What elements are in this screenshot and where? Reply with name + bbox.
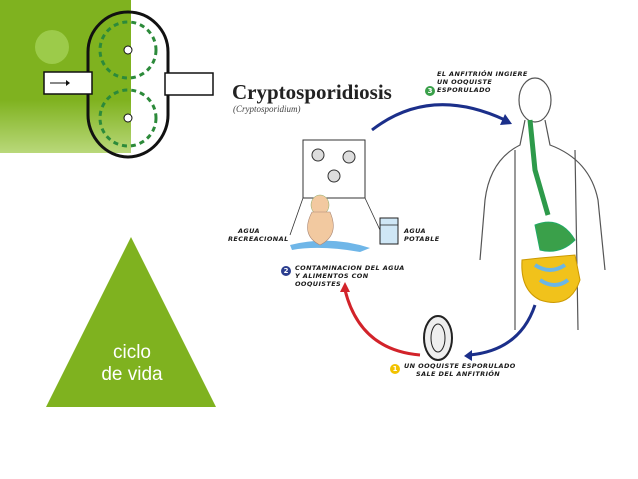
triangle-label-line2: de vida [101, 364, 163, 385]
step-1-caption: UN OOQUISTE ESPORULADO SALE DEL ANFITRIÓ… [404, 362, 519, 378]
human-body-icon [479, 77, 606, 331]
step-1-line2: SALE DEL ANFITRIÓN [416, 370, 501, 378]
arrow-step3 [371, 103, 506, 132]
decorative-circle [35, 30, 69, 64]
recreational-water-label: AGUA RECREACIONAL [228, 227, 288, 243]
water-glass-icon [379, 217, 399, 245]
potable-water-label: AGUA POTABLE [404, 227, 444, 243]
recreational-water-line2: RECREACIONAL [228, 235, 289, 243]
step-3-caption: EL ANFITRIÓN INGIERE UN OOQUISTE ESPORUL… [437, 70, 547, 94]
gear-logo-icon [43, 10, 214, 159]
arrow-step2 [343, 289, 421, 357]
green-panel-gradient [0, 100, 131, 153]
diagram-subtitle: (Cryptosporidium) [233, 104, 301, 114]
step-3-line2: UN OOQUISTE ESPORULADO [437, 78, 493, 94]
triangle-label-line1: ciclo [112, 342, 151, 363]
triangle-label: ciclo de vida [80, 342, 184, 386]
step-1-line1: UN OOQUISTE ESPORULADO [404, 362, 516, 370]
sporulated-oocyst-icon [423, 315, 453, 361]
oocysts-inset [302, 139, 366, 199]
step-2-line2: Y ALIMENTOS CON OOQUISTES [295, 272, 369, 288]
recreational-water-line1: AGUA [238, 227, 260, 235]
step-1-number: 1 [390, 364, 400, 374]
potable-water-line1: AGUA [404, 227, 426, 235]
step-2-line1: CONTAMINACION DEL AGUA [295, 264, 405, 272]
arrow-step1 [469, 304, 537, 357]
step-2-number: 2 [281, 266, 291, 276]
triangle-shape [46, 237, 216, 407]
step-2-caption: CONTAMINACION DEL AGUA Y ALIMENTOS CON O… [295, 264, 415, 288]
step-3-number: 3 [425, 86, 435, 96]
recreational-water-icon [290, 194, 370, 252]
potable-water-line2: POTABLE [404, 235, 440, 243]
diagram-title: Cryptosporidiosis [232, 80, 392, 104]
step-3-line1: EL ANFITRIÓN INGIERE [437, 70, 528, 78]
